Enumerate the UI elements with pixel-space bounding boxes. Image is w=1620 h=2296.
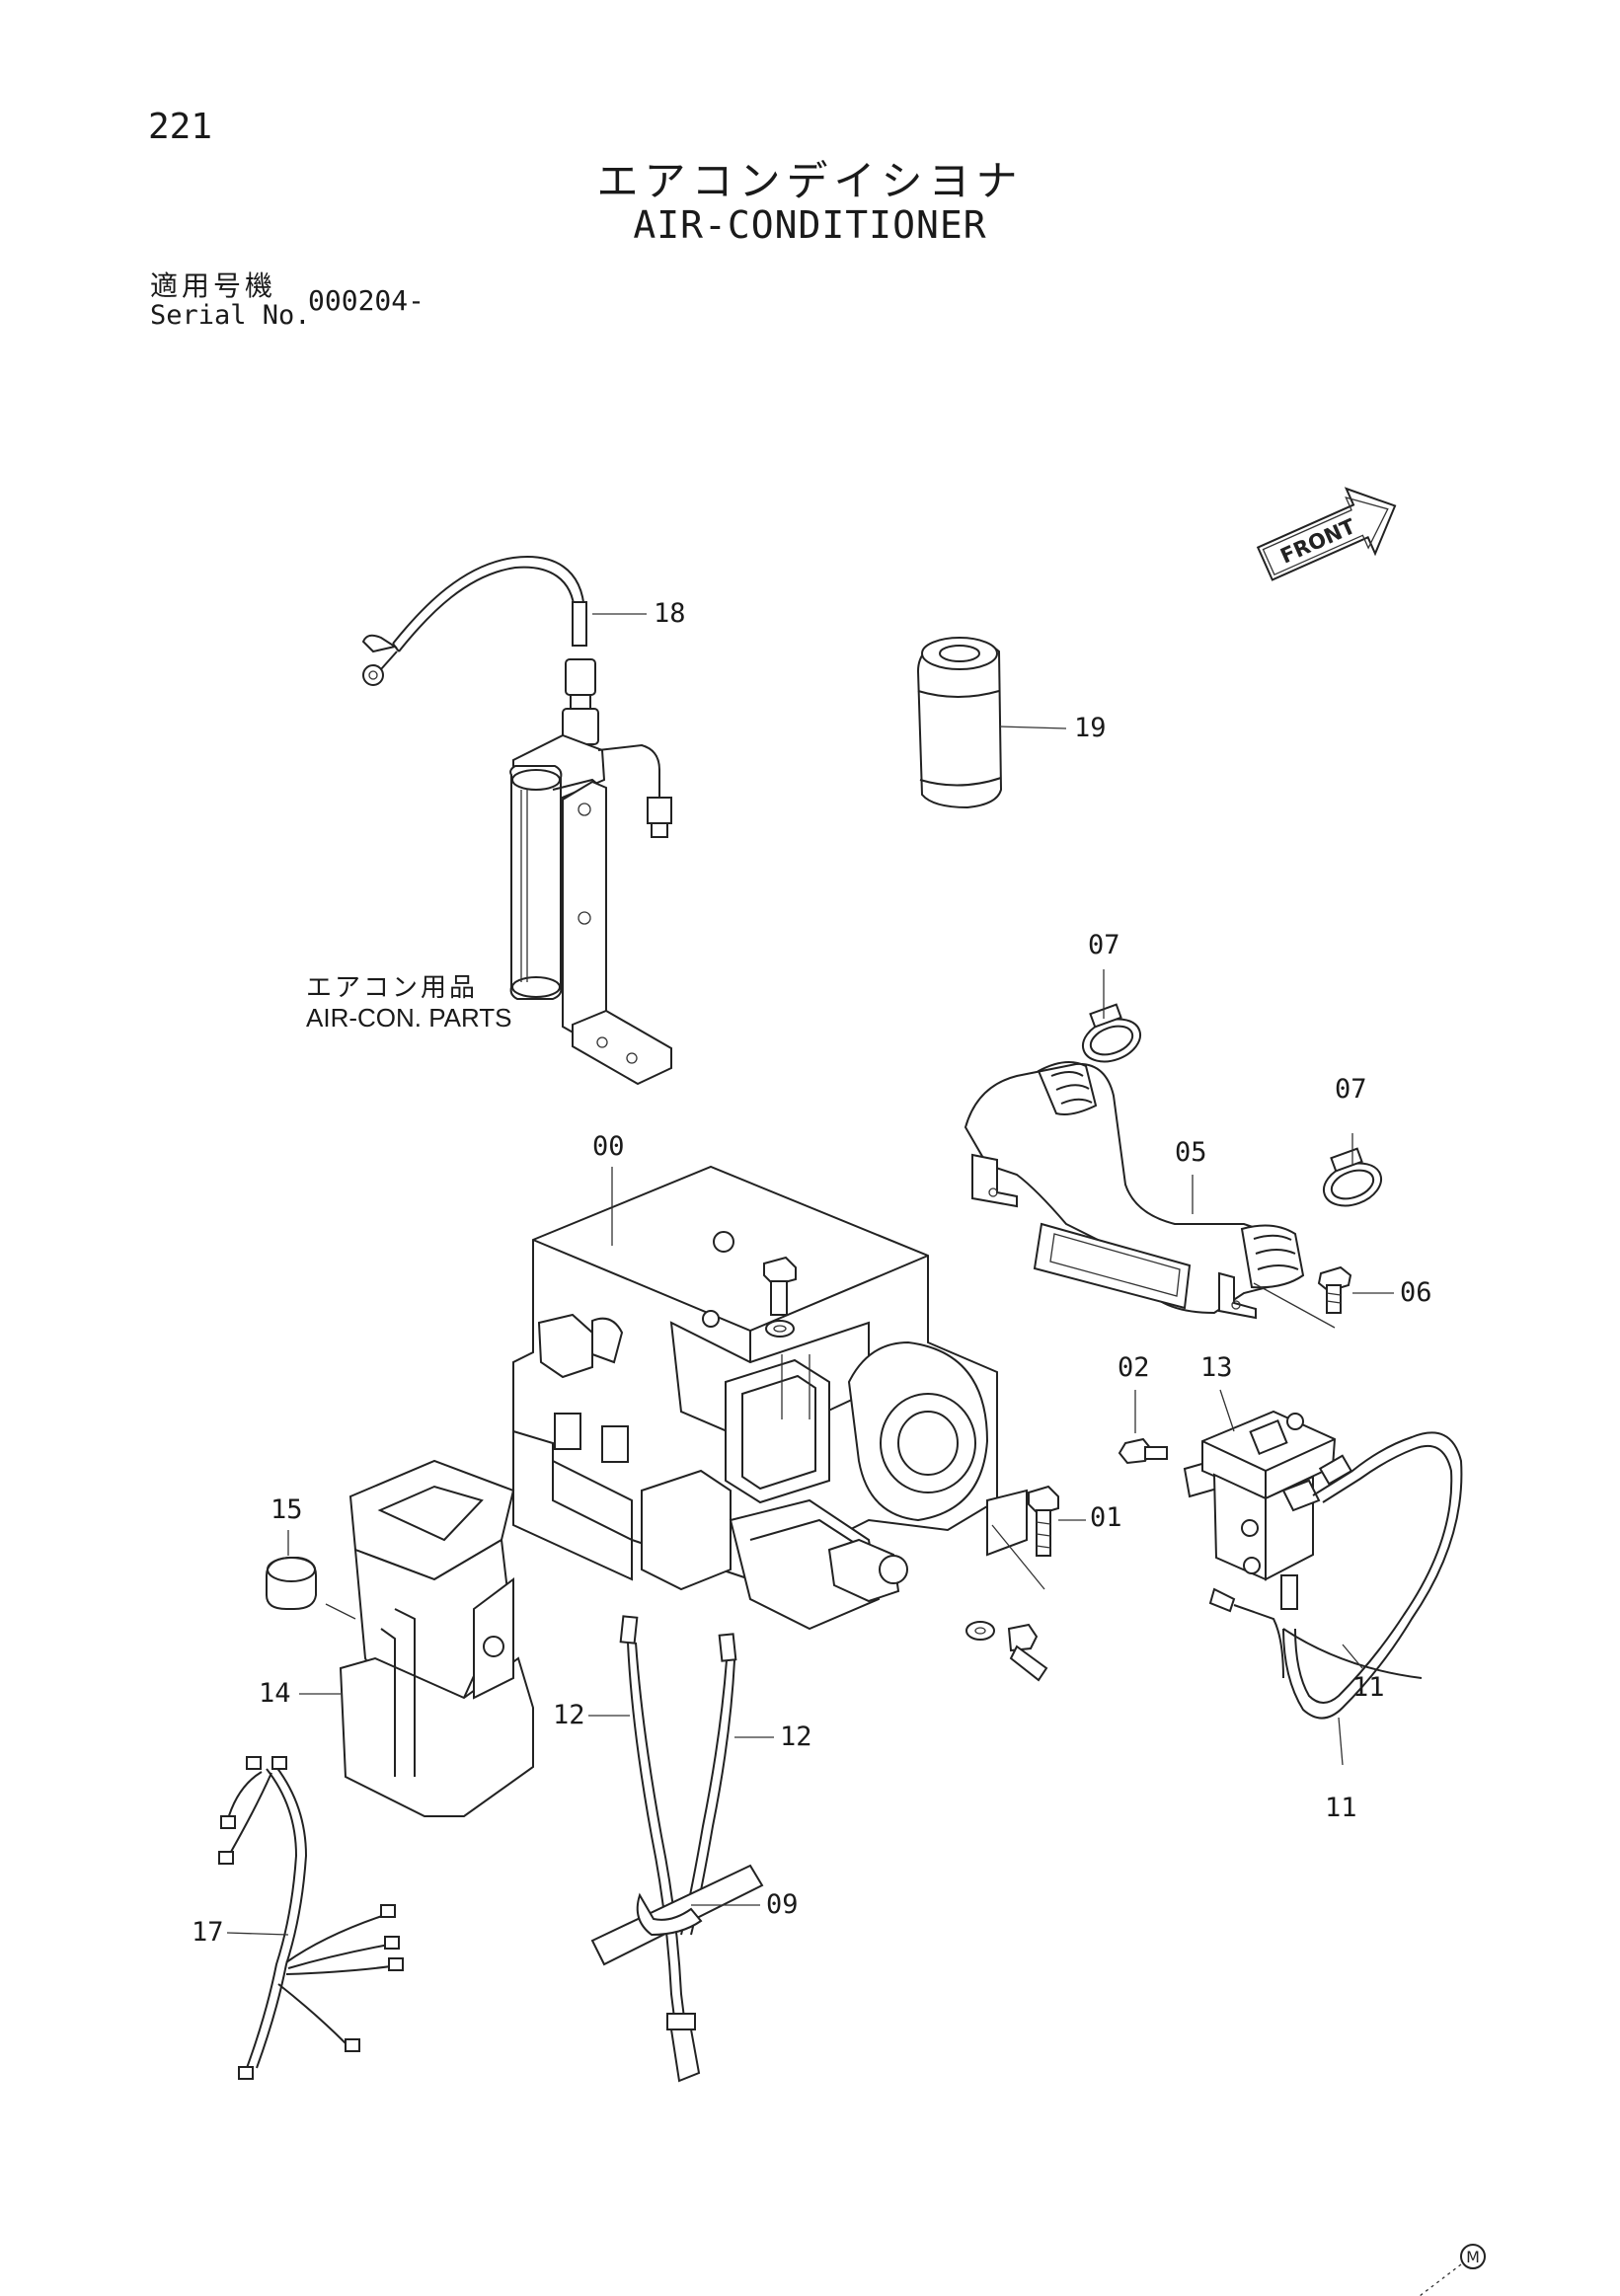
screw-06 — [1254, 1267, 1350, 1328]
callout-00: 00 — [592, 1131, 625, 1162]
callout-18: 18 — [654, 598, 686, 629]
callout-06: 06 — [1400, 1277, 1432, 1308]
drain-hose-12 — [588, 1616, 762, 2081]
washer-and-bolt — [966, 1622, 1046, 1680]
hose-clamp-07-lower — [1318, 1149, 1387, 1213]
bolt-01 — [992, 1487, 1058, 1589]
thermostat-switch-13 — [1185, 1412, 1335, 1579]
callout-01: 01 — [1090, 1502, 1122, 1533]
hose-clamp-07-upper — [1077, 1005, 1146, 1069]
callout-14: 14 — [259, 1678, 291, 1709]
callout-12-left: 12 — [553, 1700, 585, 1730]
callout-02: 02 — [1118, 1352, 1150, 1383]
callout-12-right: 12 — [780, 1722, 812, 1752]
aircon-parts-note-english: AIR-CON. PARTS — [306, 1003, 512, 1033]
serial-label-japanese: 適用号機 — [150, 269, 277, 302]
aircon-parts-note-japanese: エアコン用品 — [306, 973, 479, 1003]
callout-17: 17 — [192, 1917, 224, 1948]
footer-m-mark-label: M — [1466, 2248, 1480, 2266]
page-number: 221 — [148, 107, 213, 147]
callout-11-lower: 11 — [1325, 1793, 1357, 1823]
title-japanese: エアコンデイシヨナ — [596, 157, 1024, 205]
callout-05: 05 — [1175, 1137, 1207, 1168]
callout-15: 15 — [270, 1494, 303, 1525]
callout-07-upper: 07 — [1088, 930, 1120, 960]
front-arrow-icon: FRONT — [1251, 474, 1410, 596]
air-conditioner-unit-00 — [508, 1167, 1027, 1629]
title-english: AIR-CONDITIONER — [633, 203, 987, 247]
callout-11-upper: 11 — [1352, 1672, 1385, 1703]
screw-02 — [1119, 1439, 1167, 1463]
leader-lines — [227, 614, 1394, 1935]
callout-13: 13 — [1200, 1352, 1233, 1383]
air-duct-05 — [965, 1062, 1303, 1318]
callout-19: 19 — [1074, 713, 1107, 743]
rubber-cushion-15 — [267, 1558, 316, 1609]
receiver-drier — [510, 659, 671, 1084]
side-duct-14 — [326, 1461, 533, 1816]
pressure-switch-wire-18 — [363, 557, 586, 685]
callout-09: 09 — [766, 1889, 799, 1920]
bolt-on-unit — [764, 1258, 796, 1337]
serial-number-value: 000204- — [308, 284, 425, 317]
footer-m-mark: M — [1420, 2245, 1485, 2296]
sensor-wire-11 — [1210, 1432, 1461, 1718]
insulation-boot-19 — [918, 638, 1001, 807]
callout-07-lower: 07 — [1335, 1074, 1367, 1105]
serial-label-english: Serial No. — [150, 300, 311, 331]
wire-harness-17 — [219, 1757, 403, 2079]
